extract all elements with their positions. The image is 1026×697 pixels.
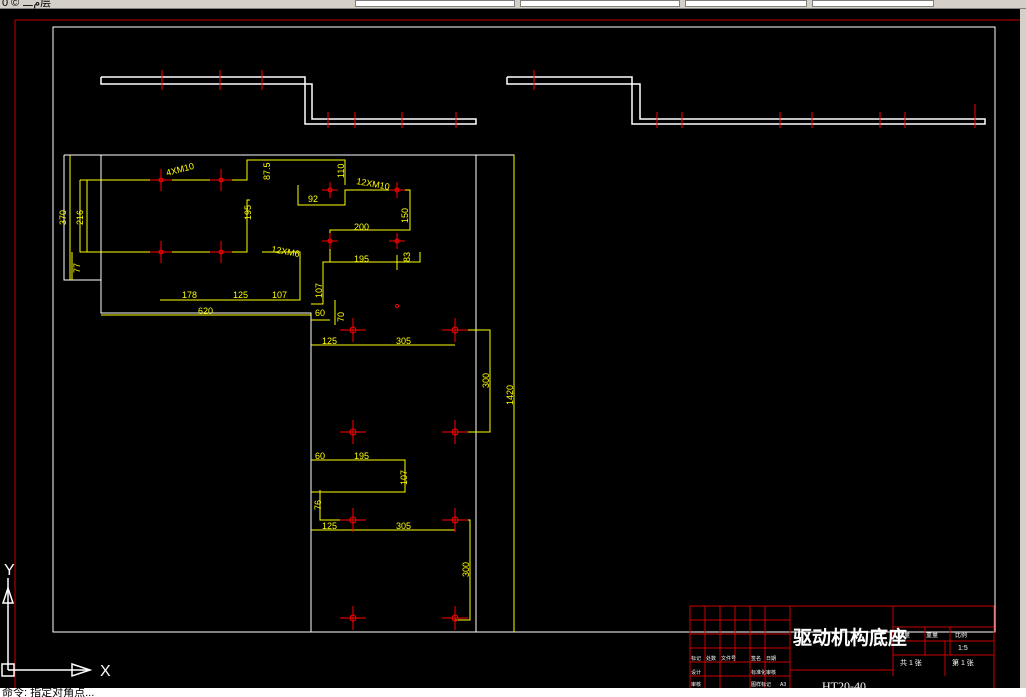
hole-center-mark — [340, 606, 366, 630]
command-line[interactable]: 命令: 指定对角点... — [0, 688, 1026, 697]
dim-text: 77 — [72, 263, 82, 273]
dim-text: 107 — [314, 283, 324, 298]
layer-label: 0 © 二م层 — [2, 0, 52, 9]
dim-text: 620 — [198, 306, 213, 316]
tb-row1-c1: 标记 — [691, 655, 701, 662]
scale-text: 1:5 — [958, 645, 968, 652]
dim-text: 125 — [322, 521, 337, 531]
dim-text: 107 — [399, 470, 409, 485]
tb-row1-c2: 处数 — [706, 655, 716, 662]
tb-row2-c1: 设计 — [691, 669, 701, 676]
linetype-dropdown[interactable] — [520, 0, 680, 7]
dim-text: 110 — [336, 164, 346, 178]
dimension-lines — [69, 155, 515, 632]
ucs-icon: X Y — [1, 562, 111, 680]
hole-center-mark — [442, 420, 468, 444]
front-view-center-marks — [161, 70, 976, 128]
hole-center-mark — [322, 233, 338, 249]
tb-row3-c1: 审核 — [691, 681, 701, 688]
dim-text: 107 — [272, 290, 287, 300]
dim-text: 195 — [354, 254, 369, 264]
dim-text: 92 — [308, 194, 318, 204]
hole-center-mark — [389, 182, 405, 198]
dim-text: 83 — [402, 252, 412, 262]
toolbar: 0 © 二م层 — [0, 0, 1026, 9]
hole-center-mark — [340, 508, 366, 532]
drawing-canvas[interactable]: 370 216 77 4XM10 87.5 110 92 12XM10 150 … — [0, 9, 1020, 688]
dim-text: 305 — [396, 336, 411, 346]
sheet-total: 共 1 张 — [900, 658, 922, 667]
hole-center-mark — [322, 182, 338, 198]
count-cell: 数量 — [898, 631, 910, 639]
tb-row1-c4: 签名 — [751, 655, 761, 662]
dim-text: 150 — [400, 208, 410, 223]
hole-center-mark — [395, 304, 399, 308]
tb-row1-c5: 日期 — [766, 656, 776, 662]
tb-row2-c3: 审核 — [766, 669, 776, 676]
dim-text: 76 — [313, 500, 323, 510]
title-block — [689, 605, 995, 688]
dim-text: 1420 — [505, 385, 515, 405]
hole-center-mark — [442, 318, 468, 342]
dim-text: 60 — [315, 308, 325, 318]
dim-text: 125 — [322, 336, 337, 346]
dimension-texts: 370 216 77 4XM10 87.5 110 92 12XM10 150 … — [58, 161, 515, 577]
front-view-left — [100, 76, 477, 125]
drawing-title: 驱动机构底座 — [793, 626, 907, 649]
inner-frame — [52, 26, 996, 633]
hole-center-mark — [442, 606, 468, 630]
hole-center-mark — [389, 233, 405, 249]
hole-center-mark — [210, 241, 232, 263]
vertical-scrollbar[interactable] — [1020, 9, 1026, 688]
axis-y-label: Y — [4, 562, 15, 579]
hole-center-mark — [150, 169, 172, 191]
tb-row2-c2: 标准化 — [751, 669, 766, 676]
hole-center-mark — [150, 241, 172, 263]
dim-text: 125 — [233, 290, 248, 300]
dim-text: 200 — [354, 222, 369, 232]
dim-text: 87.5 — [262, 162, 272, 180]
dim-text: 195 — [243, 205, 253, 220]
title-block-text: 驱动机构底座 HT20-40 1:5 共 1 张 第 1 张 重量 比例 数量 … — [691, 626, 974, 688]
dim-text: 12XM10 — [356, 176, 391, 192]
lineweight-dropdown[interactable] — [685, 0, 807, 7]
ratio-cell: 比例 — [955, 631, 967, 639]
hole-center-mark — [210, 169, 232, 191]
tb-row3-c2: 图样标记 — [751, 681, 771, 688]
material-text: HT20-40 — [822, 679, 866, 688]
dim-text: 195 — [354, 451, 369, 461]
hole-center-mark — [340, 318, 366, 342]
dim-text: 4XM10 — [165, 161, 195, 178]
sheet-number: 第 1 张 — [952, 658, 974, 667]
layer-dropdown[interactable] — [355, 0, 515, 7]
plotstyle-dropdown[interactable] — [812, 0, 934, 7]
axis-x-label: X — [100, 663, 111, 680]
plan-view-outline — [63, 154, 515, 633]
hole-centers — [150, 169, 468, 630]
tb-row3-c3: A3 — [780, 682, 786, 688]
dim-text: 70 — [336, 312, 346, 322]
dim-text: 178 — [182, 290, 197, 300]
dim-text: 60 — [315, 451, 325, 461]
dim-text: 305 — [396, 521, 411, 531]
hole-center-mark — [340, 420, 366, 444]
front-view-right — [506, 76, 986, 125]
dim-text: 300 — [461, 562, 471, 577]
dim-text: 370 — [58, 210, 68, 225]
weight-cell: 重量 — [926, 631, 938, 639]
dim-text: 300 — [481, 373, 491, 388]
dim-text: 216 — [75, 210, 85, 225]
command-text: 命令: 指定对角点... — [2, 688, 95, 697]
hole-center-mark — [442, 508, 468, 532]
dim-text: 12XM6 — [271, 244, 301, 259]
tb-row1-c3: 文件号 — [721, 655, 736, 662]
